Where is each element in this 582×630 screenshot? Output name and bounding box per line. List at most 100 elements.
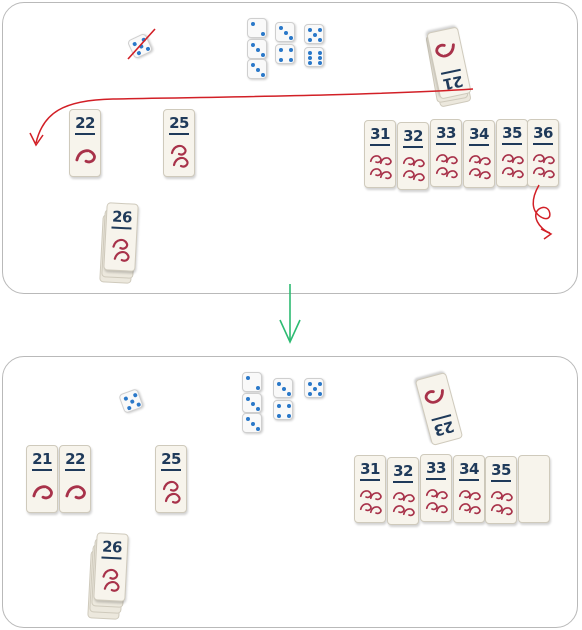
grill-tile[interactable]: 35 [485,456,517,524]
grill-tile[interactable]: 36 [527,119,559,187]
die-pip [251,422,255,426]
die-pip [289,58,293,62]
die-pip [318,382,322,386]
after-panel: 23 21 22 25 26 31 [2,356,578,628]
tile-number: 26 [101,537,123,557]
set-aside-die-1 [247,39,267,59]
arrow-flip-path [532,184,551,234]
die-pip [308,38,312,42]
grill-tile[interactable]: 34 [453,455,485,523]
die-pip [289,48,293,52]
tile-number: 35 [491,461,511,479]
tile-bar [502,143,522,145]
tile-number: 33 [426,459,446,477]
tile-bar [393,481,413,483]
die-pip [132,392,138,398]
die-pip [256,407,260,411]
tile-bar [459,479,479,481]
worm-icon [458,490,481,515]
player-stack-top[interactable]: 26 [103,202,139,272]
player-tile-21: 21 [26,445,58,513]
tile-bar [65,469,85,471]
grill-tile[interactable]: 31 [354,455,386,523]
die-loose[interactable] [126,32,154,60]
worm-icon [112,238,130,262]
die-pip [287,392,291,396]
worm-icon [32,485,53,500]
set-aside-die-0 [247,18,267,38]
tile-number: 22 [75,114,95,132]
tile-bar [111,226,132,230]
die-pip [284,31,288,35]
die-pip [277,382,281,386]
worm-icon [490,491,513,516]
die-pip [261,53,265,57]
worm-icon [170,144,189,168]
tile-bar [469,144,489,146]
stolen-tile[interactable]: 21 [426,26,472,100]
tile-number: 31 [370,125,390,143]
tile-bar [533,143,553,145]
tile-number: 31 [360,460,380,478]
die-pip [129,399,135,405]
die-pip [256,48,260,52]
die-pip [136,50,142,56]
tile-bar [32,469,52,471]
die-pip [251,63,255,67]
die-pip [318,51,322,55]
die-pip [141,37,147,43]
grill-tile[interactable]: 32 [397,122,429,190]
tile-number: 34 [459,460,479,478]
die-pip [251,43,255,47]
tile-number: 22 [65,450,85,468]
die-pip [318,28,322,32]
set-aside-die-3 [275,22,295,42]
player-stack-top[interactable]: 26 [93,532,129,602]
die-pip [145,46,151,52]
die-pip [123,396,129,402]
grill-tile[interactable]: 35 [496,119,528,187]
die-pip [277,414,281,418]
die-pip [256,427,260,431]
set-aside-die-5 [304,24,324,44]
worm-icon [75,149,96,164]
tile-bar [370,144,390,146]
grill-tile[interactable]: 33 [420,454,452,522]
tile-number: 35 [502,124,522,142]
die-pip [318,56,322,60]
die-pip [279,26,283,30]
grill-tile-face-down [518,455,550,523]
worm-icon [369,155,392,180]
die-loose[interactable] [118,388,144,414]
grill-tile[interactable]: 33 [430,119,462,187]
tile-number: 32 [393,462,413,480]
tile-number: 32 [403,127,423,145]
die-pip [277,404,281,408]
die-pip [313,33,317,37]
tile-bar [169,133,189,135]
tile-bar [491,480,511,482]
tile-bar [403,146,423,148]
die-pip [313,387,317,391]
worm-icon [435,154,458,179]
die-pip [261,32,265,36]
tile-bar [75,133,95,135]
die-pip [138,43,144,50]
worm-icon [392,492,415,517]
tile-number: 33 [436,124,456,142]
grill-tile[interactable]: 32 [387,457,419,525]
set-aside-die-3 [273,378,293,398]
die-pip [308,51,312,55]
grill-tile[interactable]: 34 [463,120,495,188]
opponent-tile[interactable]: 23 [414,372,464,446]
die-pip [308,61,312,65]
set-aside-die-2 [247,59,267,79]
worm-icon [425,489,448,514]
die-pip [318,61,322,65]
die-pip [308,28,312,32]
die-pip [279,48,283,52]
die-pip [246,376,250,380]
player-tile-25: 25 [163,109,195,177]
grill-tile[interactable]: 31 [364,120,396,188]
die-pip [251,402,255,406]
